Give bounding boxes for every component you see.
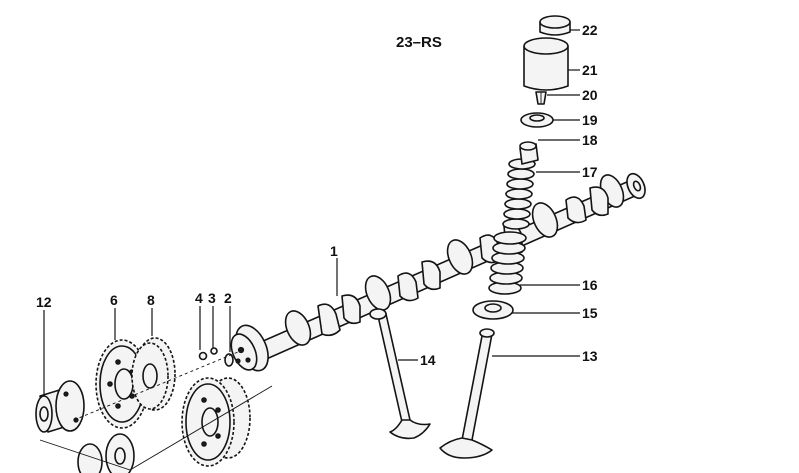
adjusting-shim [539,15,571,36]
callout-13: 13 [582,348,598,364]
camshaft-journals [284,174,625,346]
hub-flange [35,380,85,433]
callout-3: 3 [208,290,216,306]
callout-8: 8 [147,292,155,308]
callout-4: 4 [195,290,203,306]
tappet-bucket [523,37,569,91]
callout-21: 21 [582,62,598,78]
sprocket-double [131,337,176,411]
callout-19: 19 [582,112,598,128]
valve-spring-outer [488,231,527,295]
plate-bottom [77,433,135,473]
sprocket-lower [181,377,251,467]
callout-12: 12 [36,294,52,310]
valve-spring-retainer [520,112,554,128]
callout-17: 17 [582,164,598,180]
valve-spring-inner [502,158,536,230]
callout-6: 6 [110,292,118,308]
valve-spring-seat [472,300,514,320]
callout-2: 2 [224,290,232,306]
valve-14 [369,308,431,440]
valve-cotters [535,91,547,105]
callout-14: 14 [420,352,436,368]
callout-15: 15 [582,305,598,321]
callout-20: 20 [582,87,598,103]
camshaft-lobes [317,186,609,337]
valve-stem-seal [519,141,539,165]
callout-1: 1 [330,243,338,259]
group-label: 23–RS [396,34,442,51]
callout-16: 16 [582,277,598,293]
callout-22: 22 [582,22,598,38]
callout-18: 18 [582,132,598,148]
assembly-guide [39,385,273,471]
valve-13 [439,328,495,459]
leader-lines [43,29,580,396]
small-parts [198,347,234,367]
camshaft [230,172,646,372]
